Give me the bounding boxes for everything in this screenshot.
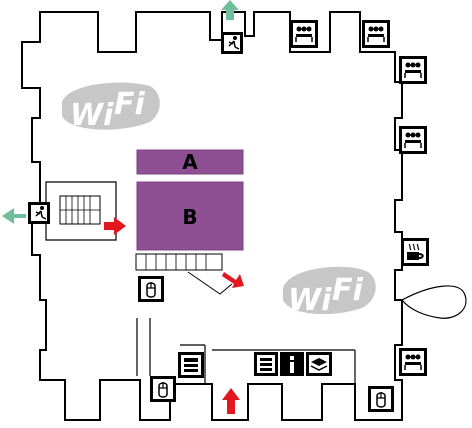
- meeting-room-icon-bottom-right: [399, 348, 427, 376]
- room-a-label: A: [182, 150, 198, 174]
- meeting-room-icon-top-2: [362, 20, 390, 48]
- interior-wall-central: [136, 318, 356, 384]
- building-outline: [21, 11, 403, 421]
- staircase-left: [59, 195, 101, 225]
- wifi-badge-bottom-right-wi: Wi: [288, 283, 332, 318]
- meeting-room-icon-right-2: [399, 126, 427, 154]
- brochure-icon: [306, 352, 332, 376]
- direction-arrow-central: [222, 272, 244, 288]
- room-a[interactable]: [136, 149, 244, 175]
- wifi-badge-top-left: Wi Fi: [62, 82, 160, 133]
- direction-arrow-bottom: [222, 388, 240, 414]
- interior-wall-right-curve: [401, 285, 467, 319]
- exit-arrow-left: [2, 208, 26, 224]
- information-icon: [280, 352, 304, 376]
- meeting-room-icon-top-1: [290, 20, 318, 48]
- emergency-exit-sign-top: [221, 32, 243, 54]
- printer-icon: [178, 352, 204, 378]
- wifi-badge-bottom-right: Wi Fi: [283, 266, 376, 318]
- exit-arrow-top: [221, 0, 239, 20]
- emergency-exit-sign-left: [28, 202, 50, 224]
- computer-mouse-icon-3: [368, 386, 394, 412]
- coffee-icon: [401, 238, 429, 266]
- wifi-badge-top-left-wi: Wi: [70, 98, 114, 133]
- staircase-central: [135, 253, 233, 295]
- interior-wall-left-stair: [45, 181, 117, 241]
- room-b[interactable]: [136, 181, 244, 251]
- cloakroom-icon: [254, 352, 278, 376]
- meeting-room-icon-right-1: [399, 56, 427, 84]
- computer-mouse-icon-1: [138, 276, 164, 302]
- room-b-label: B: [182, 205, 197, 229]
- computer-mouse-icon-2: [150, 376, 176, 402]
- wifi-badge-bottom-right-fi: Fi: [332, 273, 363, 308]
- direction-arrow-stair-left: [104, 217, 126, 235]
- wifi-badge-top-left-fi: Fi: [114, 87, 145, 122]
